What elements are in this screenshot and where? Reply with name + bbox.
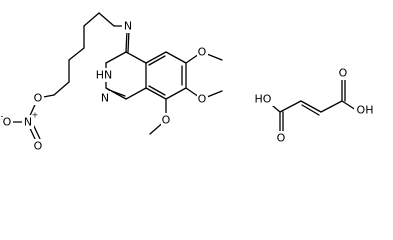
atom-o-right-carbonyl: O xyxy=(338,66,349,80)
atom-n-ring: N xyxy=(99,91,111,105)
atom-label: O xyxy=(162,114,171,127)
ring-inner-double-bond xyxy=(148,55,166,66)
atom-label: HN xyxy=(96,69,113,82)
atom-label: O xyxy=(198,93,207,106)
atom-n-amine: N xyxy=(122,19,134,33)
atom-o-nitrate-ester: O xyxy=(33,91,44,105)
atom-label: O xyxy=(3,116,12,129)
n-c4-double-bond xyxy=(127,29,130,53)
ring-bond xyxy=(125,51,147,64)
ring-bond xyxy=(145,87,167,100)
atom-o-methoxy-8: O xyxy=(161,113,172,127)
atom-o-methoxy-7: O xyxy=(197,92,208,106)
nitrooxypentyl-quinazoline-bonds xyxy=(11,12,223,142)
chain-bond xyxy=(53,81,70,96)
atom-label: O xyxy=(198,46,207,59)
atom-o-left-carbonyl: O xyxy=(276,131,287,145)
atom-o-nitrate-left: O - xyxy=(1,112,13,129)
charge-plus: + xyxy=(32,111,39,120)
c-c-double-bond-inner xyxy=(301,104,320,116)
chain-bond xyxy=(83,12,100,27)
charge-minus: - xyxy=(1,112,4,121)
atom-label: O xyxy=(34,140,43,153)
atom-hn-ring: HN xyxy=(93,68,113,82)
ring-inner-double-bond xyxy=(108,89,126,97)
atom-label: O xyxy=(339,67,348,80)
atom-label: HO xyxy=(255,93,272,106)
c-oh-bond xyxy=(341,100,357,111)
chain-bond xyxy=(68,47,85,61)
chain-bond xyxy=(98,12,115,27)
atom-label: N xyxy=(24,116,32,129)
atom-o-methoxy-6: O xyxy=(197,45,208,59)
fumaric-acid-bonds xyxy=(265,79,357,132)
atom-ho-left: HO xyxy=(254,92,274,106)
atom-label: O xyxy=(277,132,286,145)
atom-oh-right: OH xyxy=(354,103,376,117)
atom-o-nitrate-bottom: O xyxy=(33,139,44,153)
atom-label: O xyxy=(34,92,43,105)
atom-n-nitrate: N + xyxy=(22,111,39,129)
atom-label: N xyxy=(101,92,109,105)
atom-label: N xyxy=(124,20,132,33)
atom-labels: N HN N O N + O - O O xyxy=(1,19,376,153)
ring-inner-double-bond xyxy=(148,85,166,96)
ring-bond xyxy=(105,51,127,64)
c-c-double-bond xyxy=(300,100,322,113)
n-c4-bond xyxy=(125,29,128,53)
c-c-bond xyxy=(320,100,343,113)
atom-label: OH xyxy=(357,104,374,117)
ring-bond xyxy=(125,87,147,100)
ring-bond xyxy=(165,87,187,100)
c-c-bond xyxy=(279,100,302,113)
structure-diagram: N HN N O N + O - O O xyxy=(0,12,376,153)
ring-bond xyxy=(165,51,187,64)
ring-bond xyxy=(145,51,167,64)
